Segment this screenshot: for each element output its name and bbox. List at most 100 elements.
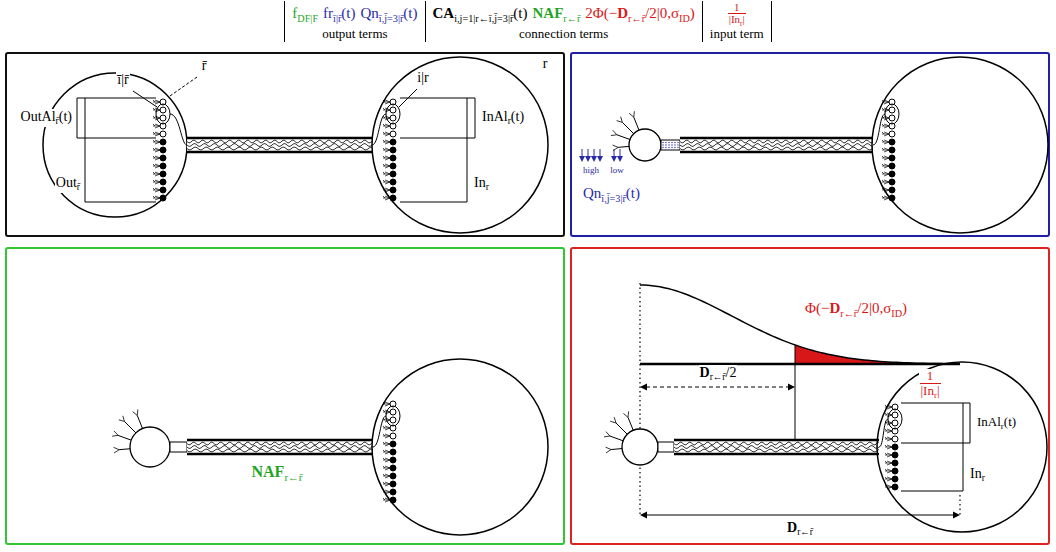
label-part: r <box>486 182 489 192</box>
arrow-head <box>640 384 647 391</box>
drawing-line <box>680 151 873 154</box>
synapse <box>889 155 895 161</box>
drawing-line <box>114 450 119 453</box>
dendrite-spine <box>383 458 390 462</box>
dendrite-spine <box>153 180 160 184</box>
drawing-line <box>901 491 963 492</box>
label-part: Out <box>56 175 77 190</box>
dendrite-spine <box>383 482 390 486</box>
dendrite-spine <box>882 180 889 184</box>
arrow-head <box>788 384 795 391</box>
synapse <box>889 131 895 137</box>
math-label: Inr <box>969 466 986 484</box>
synapse-group <box>386 104 400 124</box>
synapse <box>892 460 898 466</box>
label-part: r̄ <box>56 116 59 126</box>
math-label: r̄ <box>201 58 208 73</box>
drawing-line <box>118 435 131 440</box>
label-part: r̄ <box>77 182 80 192</box>
synapse <box>390 433 396 439</box>
arrow-head <box>585 156 591 162</box>
drawing-line <box>77 138 156 139</box>
synapse <box>160 139 166 145</box>
synapse <box>390 441 396 447</box>
formula-row: CAi,j=1|r←ī,j̄=3|r̄(t)NAFr←r̄2Φ(−Dr←r̄/2… <box>433 1 695 25</box>
denominator: |Inr| <box>728 13 746 27</box>
math-label: Dr←r̄ <box>786 520 814 538</box>
axon-body <box>187 138 372 152</box>
label-part: i,j=1|r←ī,j̄=3|r̄ <box>454 13 513 24</box>
math-label: low <box>609 166 625 176</box>
dendrite-spine <box>882 140 889 144</box>
label-part: InAl <box>977 414 1001 429</box>
axon-fibre <box>187 144 372 147</box>
fraction: 1|Inr| <box>728 2 746 28</box>
math-label: high <box>582 166 600 176</box>
synapse <box>892 444 898 450</box>
synapse <box>160 107 166 113</box>
synapse <box>892 484 898 490</box>
math-label: 1|Inr| <box>919 369 942 400</box>
dendrite-spine <box>153 100 160 104</box>
synapse <box>160 163 166 169</box>
math-label: Inr <box>473 175 490 193</box>
synapse <box>889 107 895 113</box>
synapse <box>390 139 396 145</box>
axon-fibre <box>680 147 873 150</box>
math-label: OutAlr̄(t) <box>20 109 73 127</box>
label-part: Φ(− <box>805 300 829 316</box>
dendrite-spine <box>882 188 889 192</box>
axon-hillock <box>658 442 674 452</box>
synapse <box>390 147 396 153</box>
dendrite-spine <box>153 140 160 144</box>
term-label: connection terms <box>519 26 608 42</box>
synapse-group <box>156 104 170 124</box>
synapse <box>160 155 166 161</box>
axon-body <box>680 138 873 152</box>
dendrite-spine <box>383 188 390 192</box>
hillock-dot <box>662 144 663 145</box>
label-part: ī,j̄=3|r̄ <box>601 192 625 203</box>
drawing-line <box>901 403 970 404</box>
dendrite-spine <box>153 148 160 152</box>
drawing-line <box>795 345 796 439</box>
drawing-line <box>613 145 619 147</box>
hillock-dot <box>677 142 678 143</box>
label-part: D <box>700 365 710 380</box>
dendrite-spine <box>383 474 390 478</box>
drawing-line <box>588 149 589 157</box>
soma <box>629 129 661 161</box>
label-part: D <box>617 5 628 21</box>
synapse <box>160 187 166 193</box>
hillock-dot <box>674 147 675 148</box>
label-part: 1 <box>734 1 740 13</box>
math-label: ī|r̄ <box>116 72 129 87</box>
math-label: Dr←r̄/2 <box>699 365 738 383</box>
arrow-head <box>640 512 647 519</box>
denominator: |Inr| <box>920 383 941 400</box>
label-part: (t) <box>511 109 524 124</box>
hillock-dot <box>671 147 672 148</box>
synapse <box>892 436 898 442</box>
dendrite-spine <box>383 402 390 406</box>
dendrite-spine <box>383 498 390 502</box>
synapse <box>390 163 396 169</box>
dendrite-spine <box>882 148 889 152</box>
synapse <box>390 155 396 161</box>
synapse <box>390 131 396 137</box>
dendrite-spine <box>383 466 390 470</box>
label-part: (t) <box>513 5 527 21</box>
arrow-head <box>597 156 603 162</box>
label-part: ) <box>690 5 695 21</box>
hillock-dot <box>665 142 666 143</box>
label-part: 1 <box>927 368 934 383</box>
drawing-line <box>85 98 86 202</box>
label-part: D <box>787 520 797 535</box>
label-part: In <box>970 466 982 481</box>
dendrite-spine <box>153 156 160 160</box>
region-circle <box>372 359 548 535</box>
hillock-dot <box>665 147 666 148</box>
panel-box: NAFr←r̄ <box>5 247 565 545</box>
drawing-line <box>613 130 617 134</box>
